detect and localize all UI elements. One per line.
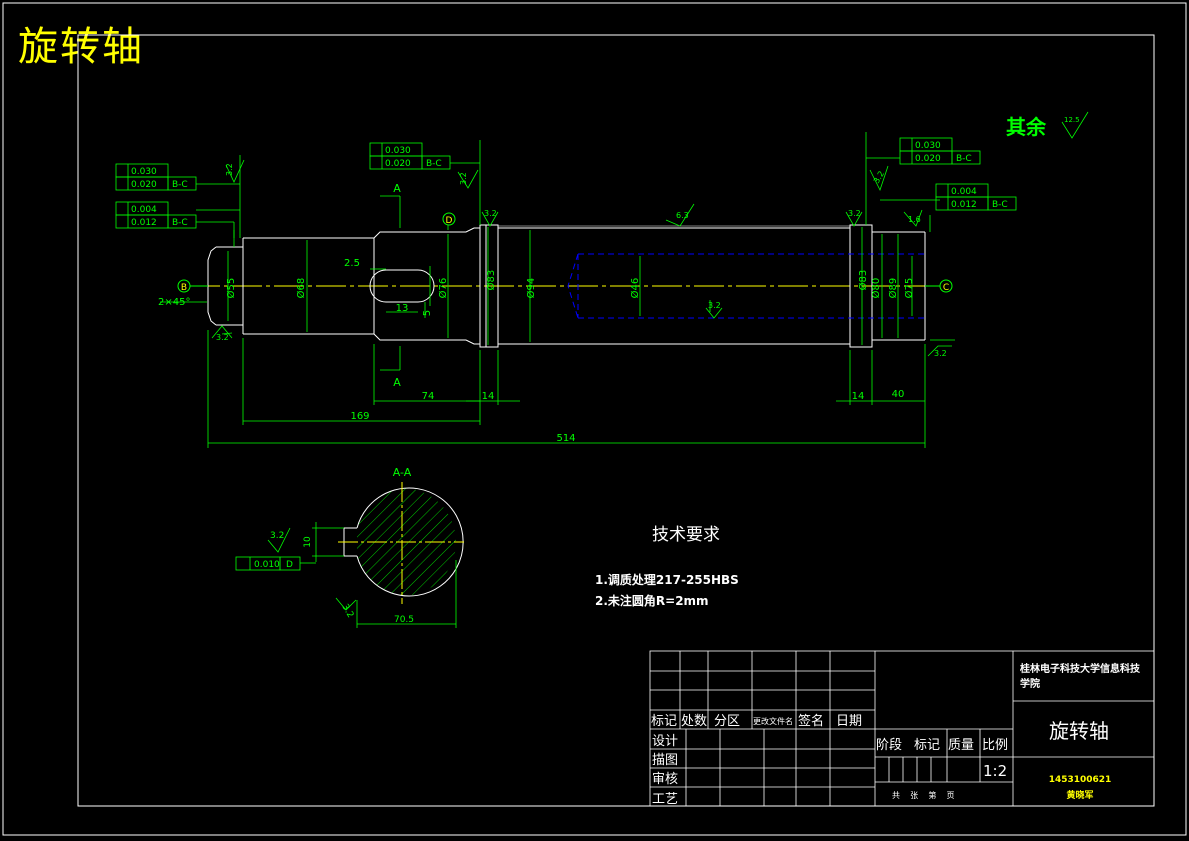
tb-h-mark2: 标记	[914, 738, 940, 753]
tb-school-wrap: 桂林电子科技大学信息科技学院	[1020, 664, 1140, 690]
datum-d: D	[442, 212, 456, 226]
tol-mt-val1: 0.030	[385, 146, 411, 156]
tol-lm-val1: 0.004	[131, 205, 157, 215]
datum-c-label: C	[943, 283, 949, 293]
rough-8: 3.2	[216, 333, 229, 342]
dim-d94: Ø94	[525, 278, 537, 299]
tol-lt-val2: 0.020	[131, 180, 157, 190]
tech-req-item-1: 1.调质处理217-255HBS	[595, 572, 739, 587]
roughness-rest-value: 12.5	[1064, 116, 1080, 124]
drawing-title: 旋转轴	[18, 24, 144, 70]
dim-d55: Ø55	[225, 278, 237, 299]
tol-rm-val1: 0.004	[951, 187, 977, 197]
dim-d89: Ø89	[887, 278, 899, 299]
tech-req-item-2: 2.未注圆角R=2mm	[595, 593, 709, 608]
section-mark-bottom: A	[393, 376, 401, 389]
section-view	[338, 482, 464, 604]
tb-h-mass: 质量	[948, 738, 974, 753]
dim-d75: Ø75	[903, 278, 915, 299]
tb-r-draw: 描图	[652, 753, 678, 768]
tb-school: 桂林电子科技大学信息科技学院	[1020, 664, 1140, 690]
dim-d68: Ø68	[295, 278, 307, 299]
dim-14b: 14	[852, 391, 865, 402]
tol-rt-ref: B-C	[956, 154, 972, 164]
dim-169: 169	[350, 411, 369, 422]
tb-r-design: 设计	[652, 734, 678, 749]
tb-scale-value: 1:2	[983, 762, 1007, 780]
rough-6: 3.2	[872, 169, 886, 185]
dim-d46: Ø46	[629, 278, 641, 299]
sec-dim-height: 10	[303, 536, 313, 548]
tol-rm-ref: B-C	[992, 200, 1008, 210]
rough-1: 3.2	[225, 163, 234, 176]
sec-rough-1: 3.2	[270, 531, 284, 541]
rough-2: 3.2	[459, 172, 468, 185]
rough-9: 1.6	[908, 215, 921, 224]
dim-40: 40	[892, 389, 905, 400]
rough-3: 3.2	[484, 209, 497, 218]
tb-h-mark: 标记	[651, 714, 677, 729]
dim-d76: Ø76	[437, 278, 449, 299]
rough-7: 3.2	[934, 349, 947, 358]
tb-h-sign: 签名	[798, 713, 824, 729]
section-title: A-A	[393, 466, 412, 479]
tb-h-docno: 更改文件名	[753, 716, 793, 726]
datum-b-label: B	[181, 283, 187, 293]
tb-sheets: 共 张 第 页	[892, 790, 955, 800]
tb-part-name: 旋转轴	[1049, 719, 1109, 743]
sec-rough-2: 3.2	[339, 603, 355, 620]
tol-rt-val1: 0.030	[915, 141, 941, 151]
dim-chamfer: 2×45°	[158, 297, 190, 308]
tb-r-check: 审核	[652, 772, 678, 787]
dim-key-depth: 2.5	[344, 258, 360, 269]
dim-key-len: 13	[396, 303, 409, 314]
sec-dim-width: 70.5	[394, 615, 414, 625]
tb-h-date: 日期	[836, 714, 862, 729]
tb-student-name: 黄晓军	[1066, 789, 1093, 801]
datum-c: C	[925, 279, 953, 293]
dim-14a: 14	[482, 391, 495, 402]
dim-key-w: 5	[422, 310, 433, 316]
tol-lm-val2: 0.012	[131, 218, 157, 228]
title-block	[649, 650, 1155, 807]
hidden-bore	[567, 253, 925, 319]
dim-74: 74	[422, 391, 435, 402]
tb-h-scale: 比例	[982, 738, 1008, 753]
dim-d80: Ø80	[870, 278, 882, 299]
tol-sec-ref: D	[286, 560, 293, 570]
tb-student-id: 1453100621	[1049, 775, 1112, 785]
rough-5: 3.2	[708, 301, 721, 310]
tb-h-zone: 分区	[714, 714, 740, 729]
tol-rm-val2: 0.012	[951, 200, 977, 210]
dimension-lines	[160, 132, 955, 448]
tol-lt-val1: 0.030	[131, 167, 157, 177]
tb-h-count: 处数	[681, 714, 707, 729]
dim-d83: Ø83	[485, 270, 497, 291]
inner-frame	[77, 34, 1155, 807]
tb-h-stage: 阶段	[876, 738, 902, 753]
datum-d-label: D	[446, 216, 453, 226]
datum-b: B	[177, 279, 208, 293]
section-mark-top: A	[393, 182, 401, 195]
tol-mt-ref: B-C	[426, 159, 442, 169]
dim-d83r: Ø83	[857, 270, 869, 291]
shaft-outline	[207, 224, 926, 348]
dim-514: 514	[556, 433, 575, 444]
tol-sec-val: 0.010	[254, 560, 280, 570]
tech-req-heading: 技术要求	[652, 525, 720, 545]
tol-lt-ref: B-C	[172, 180, 188, 190]
tb-r-process: 工艺	[652, 792, 678, 807]
tol-rt-val2: 0.020	[915, 154, 941, 164]
tol-lm-ref: B-C	[172, 218, 188, 228]
rough-4: 3.2	[848, 209, 861, 218]
tol-mt-val2: 0.020	[385, 159, 411, 169]
roughness-rest-label: 其余	[1006, 115, 1047, 139]
rough-10: 6.3	[676, 211, 689, 220]
